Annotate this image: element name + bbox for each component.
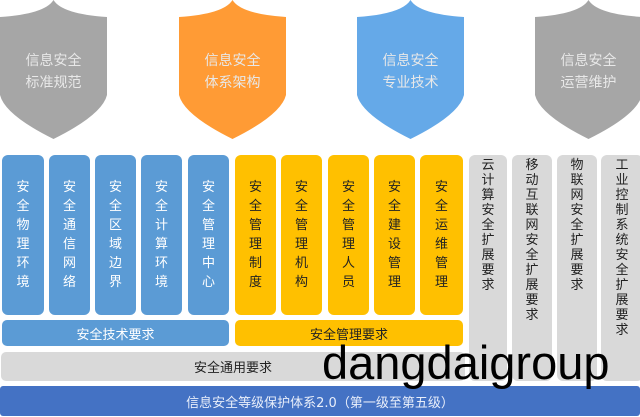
mgmt-column: 安全运维管理 <box>420 155 463 315</box>
column-label: 安全管理机构 <box>295 180 309 290</box>
extension-column: 工业控制系统安全扩展要求 <box>601 155 640 381</box>
shield-icon <box>0 0 107 139</box>
shield-line1: 信息安全 <box>560 53 617 69</box>
shield-4: 信息安全运营维护 <box>535 0 640 140</box>
mgmt-column: 安全管理人员 <box>328 155 369 315</box>
mgmt-column: 安全建设管理 <box>374 155 415 315</box>
shield-2: 信息安全体系架构 <box>179 0 286 140</box>
column-label: 移动互联网安全扩展要求 <box>525 158 539 323</box>
shield-icon <box>357 0 464 139</box>
shield-line1: 信息安全 <box>25 53 82 69</box>
mgmt-column: 安全管理制度 <box>235 155 276 315</box>
column-label: 安全计算环境 <box>155 180 169 290</box>
column-label: 安全管理人员 <box>342 180 356 290</box>
column-label: 安全管理中心 <box>202 180 216 290</box>
column-label: 安全运维管理 <box>435 180 449 290</box>
column-label: 安全管理制度 <box>249 180 263 290</box>
general-requirements-bar: 安全通用要求 <box>1 352 465 381</box>
column-label: 工业控制系统安全扩展要求 <box>615 158 629 338</box>
tech-column: 安全区域边界 <box>95 155 136 315</box>
tech-column: 安全计算环境 <box>141 155 182 315</box>
watermark: dangdaigroup <box>322 336 610 389</box>
mgmt-requirements-bar: 安全管理要求 <box>235 320 463 346</box>
tech-column: 安全通信网络 <box>49 155 90 315</box>
extension-column: 物联网安全扩展要求 <box>557 155 597 381</box>
mgmt-column: 安全管理机构 <box>281 155 322 315</box>
base-framework-bar: 信息安全等级保护体系2.0（第一级至第五级） <box>0 386 640 416</box>
shield-1: 信息安全标准规范 <box>0 0 107 140</box>
shield-line2: 运营维护 <box>560 75 617 91</box>
shield-line2: 体系架构 <box>204 75 261 91</box>
shield-line1: 信息安全 <box>204 53 261 69</box>
shield-line1: 信息安全 <box>382 53 439 69</box>
column-label: 物联网安全扩展要求 <box>570 158 584 293</box>
extension-column: 云计算安全扩展要求 <box>469 155 507 381</box>
tech-requirements-bar: 安全技术要求 <box>2 320 229 346</box>
shield-3: 信息安全专业技术 <box>357 0 464 140</box>
shield-icon <box>535 0 640 139</box>
shield-line2: 专业技术 <box>382 75 439 91</box>
shield-line2: 标准规范 <box>25 75 82 91</box>
extension-column: 移动互联网安全扩展要求 <box>512 155 552 381</box>
column-label: 安全物理环境 <box>16 180 30 290</box>
column-label: 安全通信网络 <box>63 180 77 290</box>
shield-icon <box>179 0 286 139</box>
column-label: 安全建设管理 <box>388 180 402 290</box>
tech-column: 安全物理环境 <box>2 155 44 315</box>
column-label: 安全区域边界 <box>109 180 123 290</box>
column-label: 云计算安全扩展要求 <box>481 158 495 293</box>
tech-column: 安全管理中心 <box>188 155 229 315</box>
